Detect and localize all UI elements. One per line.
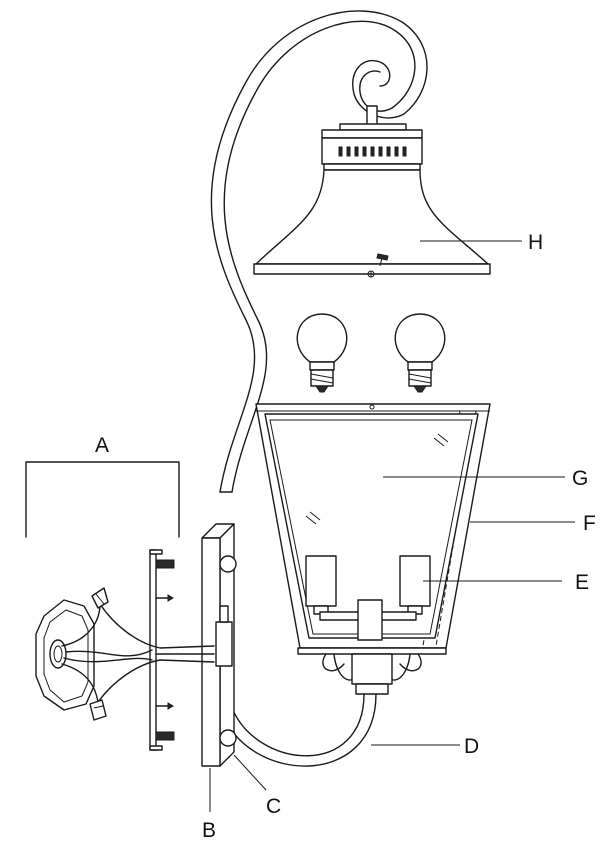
leader-lines xyxy=(209,240,575,812)
label-e: E xyxy=(575,571,589,594)
label-b: B xyxy=(202,819,216,842)
wire-nuts xyxy=(89,587,109,721)
bulb-right xyxy=(394,313,446,393)
hood-vent-slots xyxy=(338,146,407,157)
wiring xyxy=(61,603,215,703)
label-h: H xyxy=(528,231,543,254)
top-hood xyxy=(253,105,491,278)
label-f: F xyxy=(583,512,596,535)
label-c: C xyxy=(266,795,281,818)
junction-box xyxy=(35,599,95,711)
label-d: D xyxy=(464,735,479,758)
label-g: G xyxy=(572,467,588,490)
label-a: A xyxy=(95,434,109,457)
bulb-left xyxy=(296,313,348,393)
hood-screw-hole xyxy=(367,270,375,278)
callout-a-bracket xyxy=(25,461,180,538)
back-plate xyxy=(201,523,237,767)
lantern-bottom xyxy=(297,647,447,695)
mounting-bracket xyxy=(149,549,175,751)
hood-screw xyxy=(376,253,389,267)
